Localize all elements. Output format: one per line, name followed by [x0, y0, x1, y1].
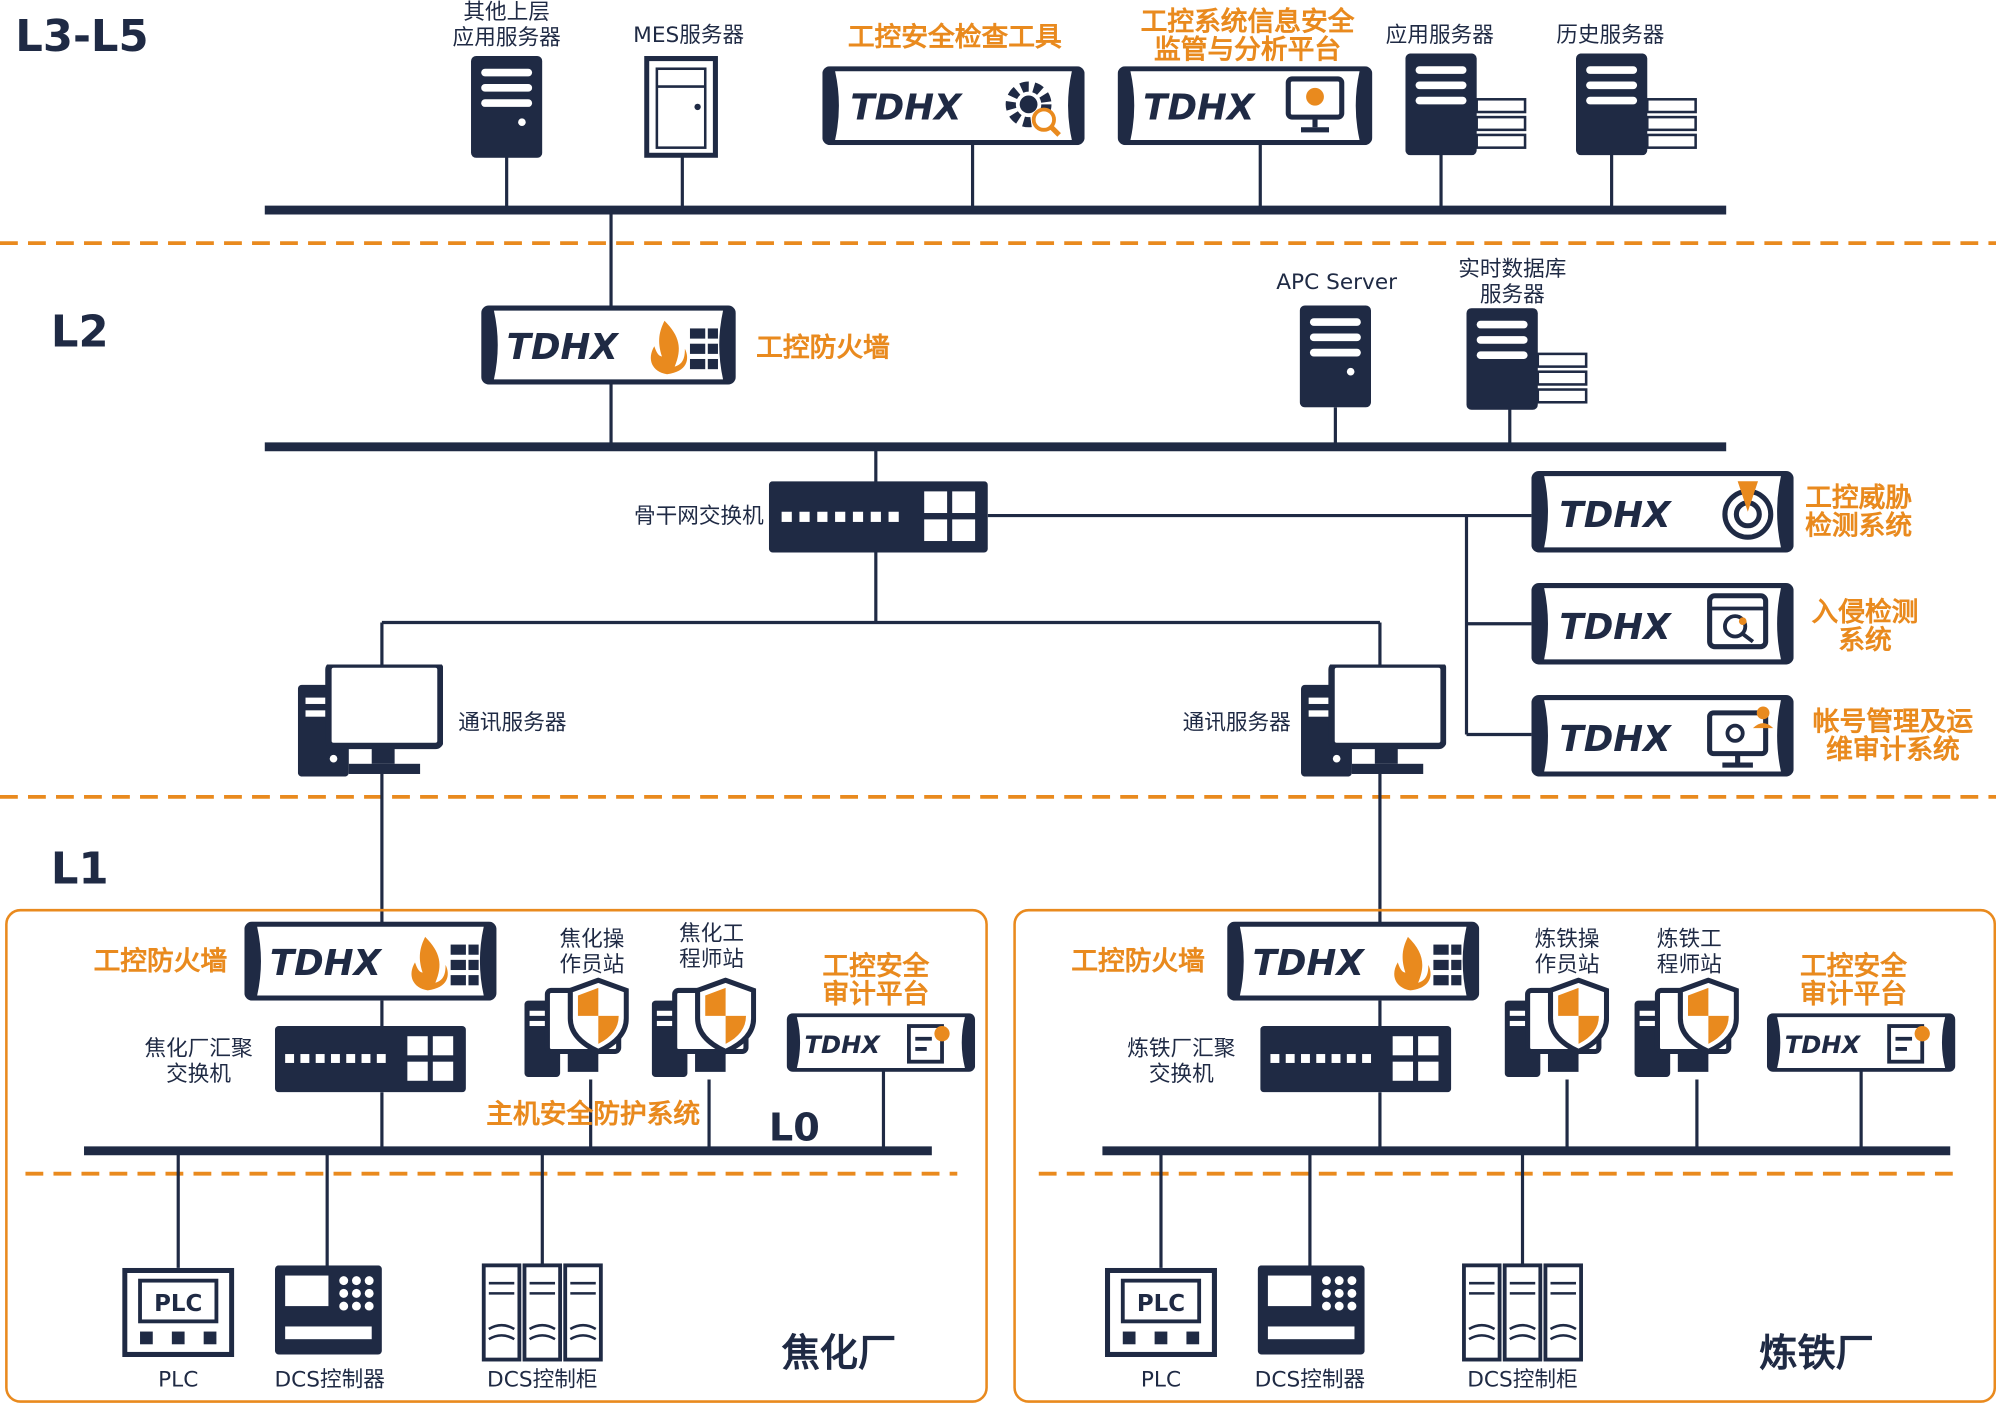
ironmaking-operator-label: 炼铁操 作员站 — [1534, 926, 1600, 978]
coking-firewall-label: 工控防火墙 — [93, 945, 228, 977]
coking-operator-icon — [524, 977, 629, 1077]
realtime-db-label: 实时数据库 服务器 — [1458, 257, 1567, 309]
apc-server-icon — [1299, 305, 1372, 408]
app-server-icon — [1405, 53, 1527, 156]
coking-engineer-label: 焦化工 程师站 — [679, 921, 745, 973]
ironmaking-firewall-label: 工控防火墙 — [1071, 945, 1205, 977]
level-label-l0: L0 — [768, 1106, 820, 1151]
comm-server-right-icon — [1301, 664, 1447, 777]
ironmaking-plant-name: 炼铁厂 — [1759, 1331, 1874, 1377]
fire-wall-icon — [411, 936, 479, 991]
comm-server-left-icon — [297, 664, 444, 777]
supervision-platform-label: 工控系统信息安全 监管与分析平台 — [1140, 6, 1355, 65]
ironmaking-audit-device: TDHX — [1766, 1013, 1956, 1072]
ironmaking-audit-label: 工控安全 审计平台 — [1800, 950, 1907, 1010]
fire-wall-icon — [650, 320, 718, 375]
svg-text:TDHX: TDHX — [1785, 1031, 1862, 1059]
coking-engineer-icon — [651, 977, 757, 1077]
backbone-switch-label: 骨干网交换机 — [633, 504, 764, 530]
svg-text:TDHX: TDHX — [507, 327, 620, 368]
threat-detection-label: 工控威胁 检测系统 — [1805, 482, 1913, 542]
l2-firewall-device: TDHX — [481, 305, 736, 385]
ironmaking-dcs-controller-label: DCS控制器 — [1254, 1367, 1366, 1393]
svg-text:TDHX: TDHX — [1253, 943, 1366, 984]
ironmaking-switch-label: 炼铁厂汇聚 交换机 — [1127, 1036, 1236, 1088]
monitor-user-icon — [1707, 706, 1774, 768]
level-label-l3-l5: L3-L5 — [15, 11, 149, 63]
coking-dcs-controller-icon — [274, 1265, 382, 1355]
coking-dcs-controller-label: DCS控制器 — [274, 1367, 385, 1393]
coking-dcs-cabinet-icon — [481, 1263, 603, 1362]
svg-text:TDHX: TDHX — [1559, 495, 1672, 536]
radar-icon — [1722, 481, 1774, 540]
level-separators — [0, 241, 1996, 1176]
host-protection-label: 主机安全防护系统 — [486, 1098, 701, 1130]
coking-plant-zone — [5, 908, 988, 1403]
app-server-label: 应用服务器 — [1385, 22, 1494, 49]
svg-text:TDHX: TDHX — [805, 1031, 882, 1059]
audit-report-icon — [907, 1024, 950, 1064]
intrusion-detection-device: TDHX — [1531, 583, 1794, 665]
history-server-icon — [1575, 53, 1697, 156]
ironmaking-plc-icon: PLC — [1104, 1267, 1217, 1358]
fire-wall-icon — [1394, 936, 1462, 991]
level-label-l1: L1 — [50, 843, 109, 895]
intrusion-detection-label: 入侵检测 系统 — [1811, 597, 1919, 656]
account-audit-label: 帐号管理及运 维审计系统 — [1812, 706, 1974, 766]
coking-operator-label: 焦化操 作员站 — [559, 926, 625, 978]
coking-plant-name: 焦化厂 — [781, 1331, 897, 1377]
ironmaking-switch-icon — [1260, 1026, 1452, 1093]
mes-server-icon — [644, 56, 718, 158]
ironmaking-dcs-controller-icon — [1257, 1265, 1365, 1355]
ironmaking-engineer-label: 炼铁工 程师站 — [1656, 926, 1722, 978]
level-label-l2: L2 — [50, 306, 109, 358]
apc-server-label: APC Server — [1276, 269, 1398, 296]
svg-text:TDHX: TDHX — [1559, 607, 1672, 648]
l2-firewall-label: 工控防火墙 — [756, 332, 890, 363]
coking-firewall-device: TDHX — [244, 921, 497, 1001]
other-servers-icon — [471, 56, 543, 158]
coking-plc-label: PLC — [158, 1367, 199, 1393]
check-tool-label: 工控安全检查工具 — [847, 21, 1062, 53]
threat-detection-device: TDHX — [1531, 471, 1794, 553]
svg-text:PLC: PLC — [1137, 1291, 1185, 1317]
browser-search-icon — [1707, 593, 1769, 650]
svg-text:TDHX: TDHX — [1559, 719, 1672, 760]
other-servers-label: 其他上层 应用服务器 — [452, 0, 561, 51]
coking-switch-icon — [274, 1026, 466, 1093]
ironmaking-firewall-device: TDHX — [1227, 921, 1480, 1001]
coking-plc-icon: PLC — [122, 1267, 235, 1358]
svg-text:PLC: PLC — [154, 1291, 202, 1317]
comm-server-left-label: 通讯服务器 — [458, 710, 567, 736]
coking-switch-label: 焦化厂汇聚 交换机 — [144, 1036, 253, 1088]
ironmaking-engineer-icon — [1634, 977, 1739, 1077]
mes-server-label: MES服务器 — [633, 22, 745, 49]
coking-audit-device: TDHX — [786, 1013, 976, 1072]
tdhx-logo: TDHX — [850, 88, 963, 129]
check-tool-device: TDHX — [822, 66, 1085, 146]
ironmaking-dcs-cabinet-icon — [1462, 1263, 1583, 1362]
account-audit-device: TDHX — [1531, 695, 1794, 777]
coking-audit-label: 工控安全 审计平台 — [822, 950, 930, 1010]
supervision-platform-device: TDHX — [1117, 66, 1373, 146]
ironmaking-plant-zone — [1013, 908, 1996, 1403]
coking-dcs-cabinet-label: DCS控制柜 — [487, 1367, 598, 1393]
backbone-switch-icon — [768, 481, 988, 553]
monitor-touch-icon — [1285, 76, 1345, 133]
history-server-label: 历史服务器 — [1556, 22, 1665, 49]
gear-search-icon — [1005, 81, 1061, 137]
realtime-db-icon — [1466, 308, 1588, 410]
svg-text:TDHX: TDHX — [1143, 88, 1256, 129]
ironmaking-plc-label: PLC — [1140, 1367, 1182, 1393]
ironmaking-operator-icon — [1504, 977, 1610, 1077]
comm-server-right-label: 通讯服务器 — [1182, 710, 1291, 736]
audit-report-icon — [1887, 1024, 1930, 1064]
svg-text:TDHX: TDHX — [270, 943, 383, 984]
ironmaking-dcs-cabinet-label: DCS控制柜 — [1467, 1367, 1578, 1393]
